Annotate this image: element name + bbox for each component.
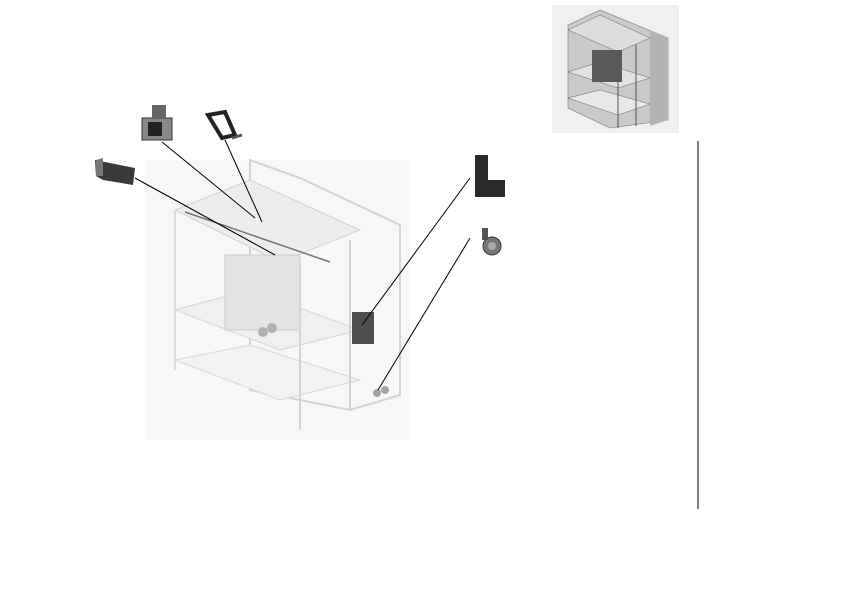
connector-block-part [141,105,173,141]
caster-wheel-part [482,228,502,256]
leader-line-connector [161,141,256,219]
handle-bar-part [95,158,135,185]
cabinet-thumbnail [552,5,679,133]
bracket-part [204,109,243,141]
leader-lines [134,139,471,391]
cabinet-frame [145,158,410,440]
corner-plate-part [475,155,505,197]
leader-line-plate [361,177,471,326]
leader-line-handle [134,177,276,256]
leader-line-bracket [224,139,263,223]
leader-line-caster [377,237,471,391]
